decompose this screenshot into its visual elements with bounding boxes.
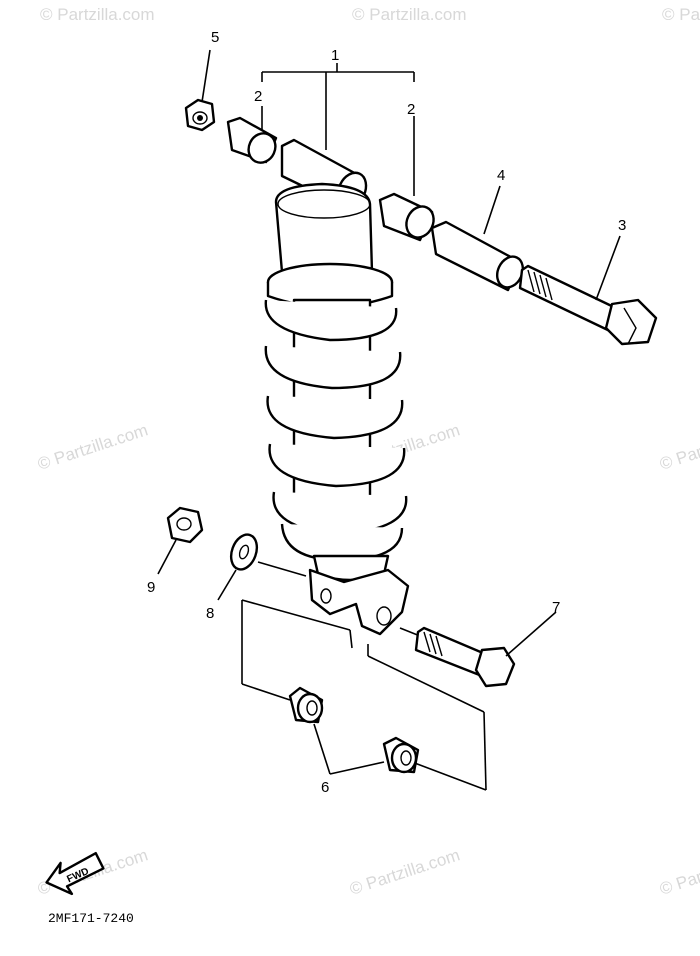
assembly-guide-lines [241,599,487,791]
callout-6-leaders [313,723,385,775]
watermark: © Partzilla.com [35,420,150,473]
watermark: © Partzilla.com [352,5,467,24]
part-7-bolt [414,626,516,688]
callout-7: 7 [552,599,560,616]
watermark: © Partzilla.com [657,420,700,473]
part-2-collar-left [226,116,278,164]
callout-4: 4 [497,167,505,184]
shock-absorber-body [264,182,410,636]
part-4-sleeve [430,220,525,292]
watermark: © Partzilla.com [347,845,462,898]
part-9-nut [166,506,204,544]
part-3-bolt [518,264,658,346]
callout-6: 6 [321,779,329,796]
part-6-collar-right [382,736,420,774]
watermark: © Partzilla.com [40,5,155,24]
part-6-collar-left [288,686,324,724]
callout-1: 1 [331,47,339,64]
callout-2-right: 2 [407,101,415,118]
watermark: © Partzilla.com [657,845,700,898]
callout-3: 3 [618,217,626,234]
diagram-code: 2MF171-7240 [48,911,134,926]
part-8-washer [229,533,259,571]
callout-5: 5 [211,29,219,46]
part-2-collar-right [378,192,435,242]
callout-1-bracket [261,63,415,196]
callout-9: 9 [147,579,155,596]
part-5-nut [184,98,216,132]
callout-8: 8 [206,605,214,622]
watermark: © Partzilla.com [662,5,700,24]
callout-2-left: 2 [254,88,262,105]
